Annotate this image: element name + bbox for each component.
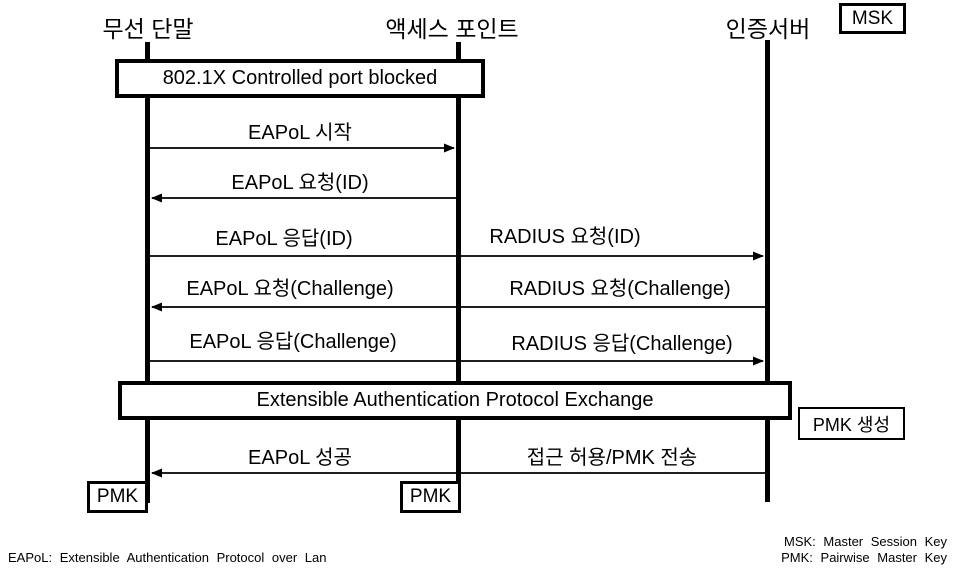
msk-key-box: MSK bbox=[839, 3, 906, 34]
msg-radius-response-challenge: RADIUS 응답(Challenge) bbox=[511, 333, 733, 355]
msg-eapol-response-challenge: EAPoL 응답(Challenge) bbox=[189, 331, 397, 353]
lifeline-access-point bbox=[456, 42, 461, 503]
pmk-generated-label: PMK 생성 bbox=[812, 414, 891, 435]
actor-auth-server: 인증서버 bbox=[725, 16, 811, 42]
port-blocked-box: 802.1X Controlled port blocked bbox=[115, 59, 485, 98]
msg-eapol-request-challenge: EAPoL 요청(Challenge) bbox=[186, 278, 394, 300]
msg-radius-request-id: RADIUS 요청(ID) bbox=[489, 226, 641, 248]
pmk-ap-label: PMK bbox=[409, 486, 452, 507]
msk-key-label: MSK bbox=[851, 7, 894, 29]
eap-exchange-box: Extensible Authentication Protocol Excha… bbox=[118, 381, 792, 420]
footnote-pmk: PMK: Pairwise Master Key bbox=[781, 550, 947, 565]
lifeline-wireless-terminal bbox=[145, 42, 150, 503]
footnote-msk: MSK: Master Session Key bbox=[784, 534, 947, 549]
eap-exchange-label: Extensible Authentication Protocol Excha… bbox=[256, 389, 654, 411]
msg-eapol-response-id: EAPoL 응답(ID) bbox=[215, 228, 353, 250]
pmk-generated-box: PMK 생성 bbox=[798, 407, 905, 440]
pmk-client-box: PMK bbox=[87, 481, 148, 513]
port-blocked-label: 802.1X Controlled port blocked bbox=[162, 67, 438, 89]
msg-eapol-request-id: EAPoL 요청(ID) bbox=[231, 172, 369, 194]
msg-radius-request-challenge: RADIUS 요청(Challenge) bbox=[509, 278, 731, 300]
pmk-ap-box: PMK bbox=[400, 481, 461, 513]
footnote-keys: MSK: Master Session Key PMK: Pairwise Ma… bbox=[781, 534, 947, 566]
msg-eapol-start: EAPoL 시작 bbox=[248, 122, 352, 144]
actor-wireless-terminal: 무선 단말 bbox=[102, 16, 194, 42]
msg-access-allow-pmk-transfer: 접근 허용/PMK 전송 bbox=[526, 447, 698, 469]
footnote-eapol: EAPoL: Extensible Authentication Protoco… bbox=[8, 550, 327, 565]
pmk-client-label: PMK bbox=[96, 486, 139, 507]
msg-eapol-success: EAPoL 성공 bbox=[248, 447, 352, 469]
actor-access-point: 액세스 포인트 bbox=[385, 16, 519, 42]
lifeline-auth-server bbox=[765, 40, 770, 502]
